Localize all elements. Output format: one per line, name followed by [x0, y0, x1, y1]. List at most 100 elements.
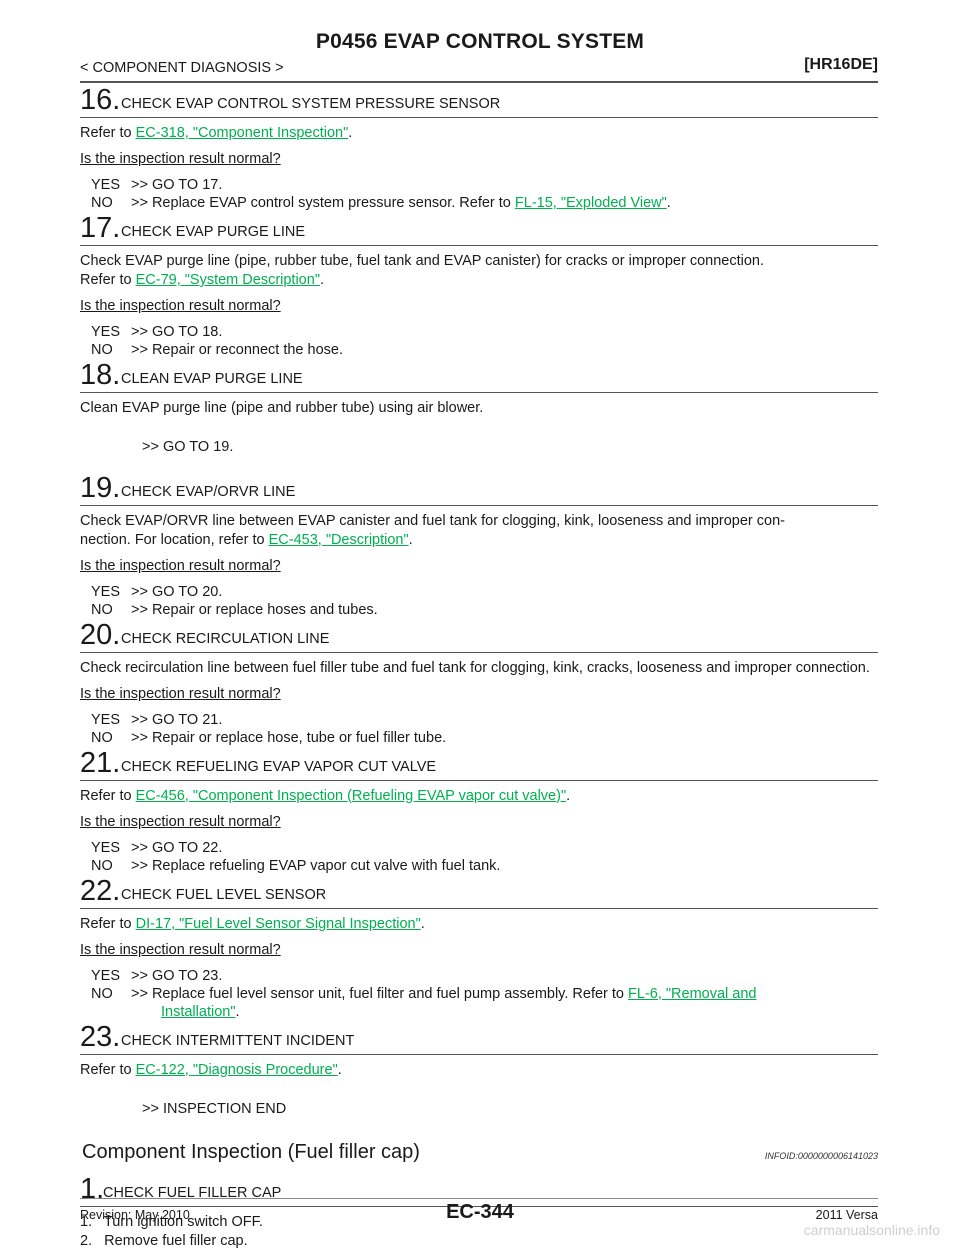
answer-yes: YES >> GO TO 21. [80, 711, 878, 729]
answer-no: NO >> Repair or reconnect the hose. [80, 341, 878, 359]
no-label: NO [91, 195, 113, 211]
page-title: P0456 EVAP CONTROL SYSTEM [315, 30, 645, 53]
step-body: Check EVAP/ORVR line between EVAP canist… [80, 512, 785, 529]
step-body: nection. For location, refer to EC-453, … [80, 531, 878, 550]
no-action: >> Repair or reconnect the hose. [131, 342, 343, 358]
step-header: 21. CHECK REFUELING EVAP VAPOR CUT VALVE [80, 747, 878, 781]
step-title: CLEAN EVAP PURGE LINE [121, 371, 303, 387]
step-17: 17. CHECK EVAP PURGE LINE Check EVAP pur… [80, 212, 878, 359]
no-action: >> Replace fuel level sensor unit, fuel … [131, 985, 878, 1021]
step-title: CHECK FUEL FILLER CAP [103, 1185, 282, 1201]
step-title: CHECK EVAP CONTROL SYSTEM PRESSURE SENSO… [121, 96, 501, 112]
reference-link[interactable]: EC-79, "System Description" [135, 272, 320, 288]
yes-action: >> GO TO 21. [131, 711, 223, 728]
reference-link[interactable]: FL-6, "Removal and [628, 985, 757, 1002]
yes-label: YES [91, 967, 121, 984]
step-title: CHECK EVAP PURGE LINE [121, 224, 305, 240]
step-number: 18. [80, 359, 121, 391]
step-20: 20. CHECK RECIRCULATION LINE Check recir… [80, 619, 878, 747]
step-23: 23. CHECK INTERMITTENT INCIDENT Refer to… [80, 1021, 878, 1119]
watermark: carmanualsonline.info [803, 1222, 940, 1238]
step-header: 19. CHECK EVAP/ORVR LINE [80, 472, 878, 506]
step-number: 23. [80, 1020, 121, 1053]
body-text: . [337, 1061, 342, 1078]
step-18: 18. CLEAN EVAP PURGE LINE Clean EVAP pur… [80, 359, 878, 457]
step-title: CHECK INTERMITTENT INCIDENT [121, 1032, 355, 1049]
answer-yes: YES>> GO TO 20. [80, 583, 878, 601]
step-header: 18. CLEAN EVAP PURGE LINE [80, 359, 878, 393]
step-body: Check EVAP purge line (pipe, rubber tube… [80, 253, 765, 269]
inspection-question: Is the inspection result normal? [80, 941, 281, 958]
content: 16. CHECK EVAP CONTROL SYSTEM PRESSURE S… [80, 84, 878, 1251]
yes-label: YES [91, 711, 121, 728]
body-text: . [408, 531, 413, 548]
no-label: NO [91, 985, 113, 1002]
info-id: INFOID:0000000006141023 [764, 1151, 878, 1161]
step-number: 19. [80, 471, 121, 504]
body-text: Refer to [80, 915, 136, 932]
step-header: 22. CHECK FUEL LEVEL SENSOR [80, 875, 878, 909]
body-text: . [420, 915, 425, 932]
step-number: 21. [80, 746, 121, 779]
answer-no: NO >> Replace EVAP control system pressur… [80, 194, 878, 212]
footer-divider [80, 1198, 878, 1199]
section-label: < COMPONENT DIAGNOSIS > [80, 60, 284, 76]
step-header: 23. CHECK INTERMITTENT INCIDENT [80, 1021, 878, 1055]
component-section-header: Component Inspection (Fuel filler cap) I… [80, 1133, 878, 1173]
step-title: CHECK RECIRCULATION LINE [121, 630, 330, 647]
step-body: Refer to EC-456, "Component Inspection (… [80, 787, 878, 806]
yes-action: >> GO TO 20. [131, 583, 223, 600]
answers: YES >> GO TO 18. NO >> Repair or reconnect… [80, 323, 878, 359]
body-text: Refer to [80, 1061, 136, 1078]
answer-no: NO>> Repair or replace hoses and tubes. [80, 601, 878, 619]
yes-label: YES [91, 324, 121, 340]
reference-link[interactable]: EC-122, "Diagnosis Procedure" [135, 1061, 338, 1078]
yes-action: >> GO TO 17. [131, 177, 223, 193]
answer-no: NO>> Repair or replace hose, tube or fue… [80, 729, 878, 747]
no-action: >> Replace refueling EVAP vapor cut valv… [131, 857, 501, 874]
inspection-question: Is the inspection result normal? [80, 685, 281, 702]
step-19: 19. CHECK EVAP/ORVR LINE Check EVAP/ORVR… [80, 472, 878, 619]
yes-action: >> GO TO 18. [131, 324, 223, 340]
yes-label: YES [91, 839, 121, 856]
step-header: 16. CHECK EVAP CONTROL SYSTEM PRESSURE S… [80, 84, 878, 118]
reference-link-continued[interactable]: Installation" [161, 1003, 236, 1020]
answers: YES >> GO TO 23. NO >> Replace fuel level … [80, 967, 878, 1021]
step-body: Clean EVAP purge line (pipe and rubber t… [80, 400, 484, 416]
no-label: NO [91, 342, 113, 358]
header-divider [80, 81, 878, 83]
no-action-text: >> Replace EVAP control system pressure … [131, 195, 515, 211]
yes-action: >> GO TO 22. [131, 839, 223, 856]
step-body: Refer to DI-17, "Fuel Level Sensor Signa… [80, 915, 878, 934]
step-body: Refer to EC-79, "System Description". [80, 271, 878, 290]
step-number: 1. [80, 1173, 105, 1205]
no-action: >> Repair or replace hose, tube or fuel … [131, 729, 447, 746]
inspection-question: Is the inspection result normal? [80, 298, 281, 314]
step-body: Check recirculation line between fuel fi… [80, 659, 870, 676]
step-title: CHECK FUEL LEVEL SENSOR [121, 886, 327, 903]
reference-link[interactable]: FL-15, "Exploded View" [514, 195, 667, 211]
yes-label: YES [91, 177, 121, 193]
body-text: . [348, 125, 353, 141]
answer-no: NO >> Replace refueling EVAP vapor cut va… [80, 857, 878, 875]
no-label: NO [91, 857, 113, 874]
step-number: 22. [80, 874, 121, 907]
reference-link[interactable]: EC-456, "Component Inspection (Refueling… [135, 787, 567, 804]
step-body: Refer to EC-318, "Component Inspection". [80, 124, 878, 143]
inspection-question: Is the inspection result normal? [80, 151, 281, 167]
no-action-text: . [235, 1003, 240, 1020]
step-21: 21. CHECK REFUELING EVAP VAPOR CUT VALVE… [80, 747, 878, 875]
step-16: 16. CHECK EVAP CONTROL SYSTEM PRESSURE S… [80, 84, 878, 212]
yes-action: >> GO TO 23. [131, 967, 223, 984]
body-text: Refer to [80, 787, 136, 804]
instruction-line: 1. Turn ignition switch OFF. [80, 1214, 263, 1230]
answer-no: NO >> Replace fuel level sensor unit, fue… [80, 985, 878, 1021]
step-title: CHECK EVAP/ORVR LINE [121, 483, 296, 500]
reference-link[interactable]: EC-318, "Component Inspection" [135, 125, 349, 141]
revision-label: Revision: May 2010 [80, 1208, 190, 1222]
answers: YES>> GO TO 20. NO>> Repair or replace h… [80, 583, 878, 619]
step-title: CHECK REFUELING EVAP VAPOR CUT VALVE [121, 758, 437, 775]
reference-link[interactable]: DI-17, "Fuel Level Sensor Signal Inspect… [135, 915, 421, 932]
reference-link[interactable]: EC-453, "Description" [268, 531, 409, 548]
